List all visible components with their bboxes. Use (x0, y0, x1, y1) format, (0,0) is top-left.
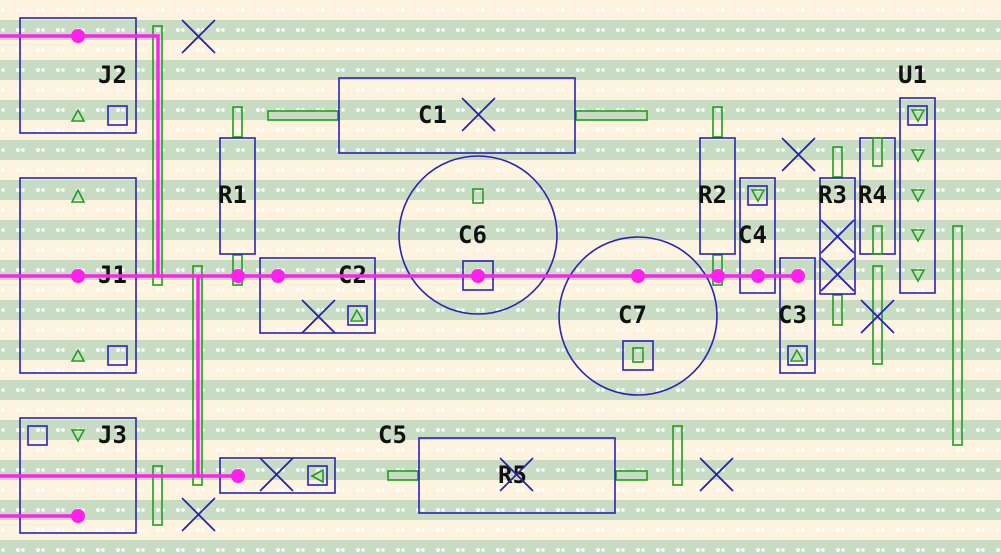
capacitor-c2[interactable] (259, 257, 376, 334)
label-r2: R2 (698, 181, 727, 209)
resistor-r3[interactable] (819, 146, 856, 326)
component-c5-r5[interactable] (387, 437, 648, 514)
label-c1: C1 (418, 101, 447, 129)
green-traces (152, 25, 963, 526)
label-c5: C5 (378, 421, 407, 449)
label-j3: J3 (98, 421, 127, 449)
capacitor-c7[interactable] (558, 236, 718, 396)
label-r3: R3 (818, 181, 847, 209)
capacitor-c4[interactable] (739, 177, 776, 294)
resistor-r2[interactable] (699, 106, 736, 286)
label-c7: C7 (618, 301, 647, 329)
label-r5: R5 (498, 461, 527, 489)
capacitor-c1[interactable] (267, 77, 648, 154)
capacitor-c3[interactable] (779, 257, 816, 374)
ic-u1[interactable] (899, 97, 936, 294)
label-r1: R1 (218, 181, 247, 209)
wires (0, 34, 798, 518)
label-c4: C4 (738, 221, 767, 249)
connector-j2[interactable] (19, 17, 137, 134)
label-c6: C6 (458, 221, 487, 249)
label-u1: U1 (898, 61, 927, 89)
resistor-r1[interactable] (219, 106, 256, 286)
wire-nodes (71, 29, 805, 523)
label-c3: C3 (778, 301, 807, 329)
label-j2: J2 (98, 61, 127, 89)
resistor-r4[interactable] (859, 137, 896, 365)
label-r4: R4 (858, 181, 887, 209)
x-markers (181, 19, 895, 532)
